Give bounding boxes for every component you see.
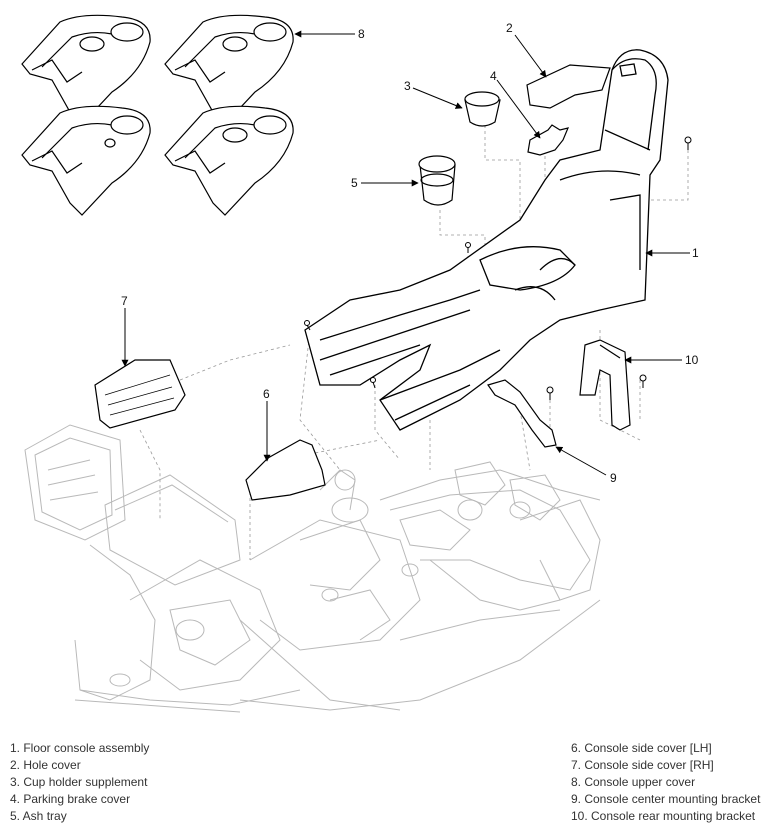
legend-item: 7. Console side cover [RH] [571, 758, 714, 772]
upper-cover-variant-1 [21, 14, 151, 125]
legend-left: 1. Floor console assembly 2. Hole cover … [10, 740, 149, 825]
legend-item: 4. Parking brake cover [10, 792, 131, 806]
callout-2: 2 [506, 21, 513, 35]
screw-icon [465, 242, 471, 253]
callout-3: 3 [404, 79, 411, 93]
callout-6: 6 [263, 387, 270, 401]
screw-icon [546, 386, 554, 400]
floor-console-assembly [304, 49, 669, 431]
callout-7: 7 [121, 294, 128, 308]
screw-icon [684, 136, 692, 150]
screw-icon [370, 377, 376, 389]
screws [304, 136, 692, 400]
vehicle-floor-background [24, 424, 601, 713]
callout-10: 10 [685, 353, 699, 367]
upper-cover-variant-2 [164, 14, 294, 125]
console-rear-mounting-bracket [579, 339, 631, 431]
legend-right: 6. Console side cover [LH] 7. Console si… [571, 740, 760, 825]
console-center-mounting-bracket [487, 379, 557, 448]
callout-9: 9 [610, 471, 617, 485]
legend-item: 10. Console rear mounting bracket [571, 809, 756, 823]
screw-icon [304, 320, 311, 331]
callout-8: 8 [358, 27, 365, 41]
hole-cover [526, 64, 611, 109]
leader-lines [121, 30, 690, 476]
console-upper-cover-variants [21, 14, 294, 216]
legend-item: 6. Console side cover [LH] [571, 741, 712, 755]
callout-labels: 1 2 3 4 5 6 7 8 9 10 [121, 21, 699, 485]
ash-tray [418, 155, 456, 206]
parking-brake-cover [527, 124, 570, 156]
screw-icon [639, 374, 647, 388]
callout-1: 1 [692, 246, 699, 260]
legend-item: 2. Hole cover [10, 758, 81, 772]
upper-cover-variant-4 [164, 105, 294, 216]
legend-item: 3. Cup holder supplement [10, 775, 148, 789]
exploded-diagram: 1 2 3 4 5 6 7 8 9 10 [21, 14, 699, 713]
callout-4: 4 [490, 69, 497, 83]
console-side-cover-lh [245, 439, 326, 501]
legend-item: 8. Console upper cover [571, 775, 696, 789]
upper-cover-variant-3 [21, 105, 151, 216]
legend-item: 1. Floor console assembly [10, 741, 150, 755]
callout-5: 5 [351, 176, 358, 190]
console-side-cover-rh [94, 359, 186, 429]
legend-item: 9. Console center mounting bracket [571, 792, 761, 806]
cup-holder-supplement [464, 91, 501, 127]
legend-item: 5. Ash tray [10, 809, 67, 823]
